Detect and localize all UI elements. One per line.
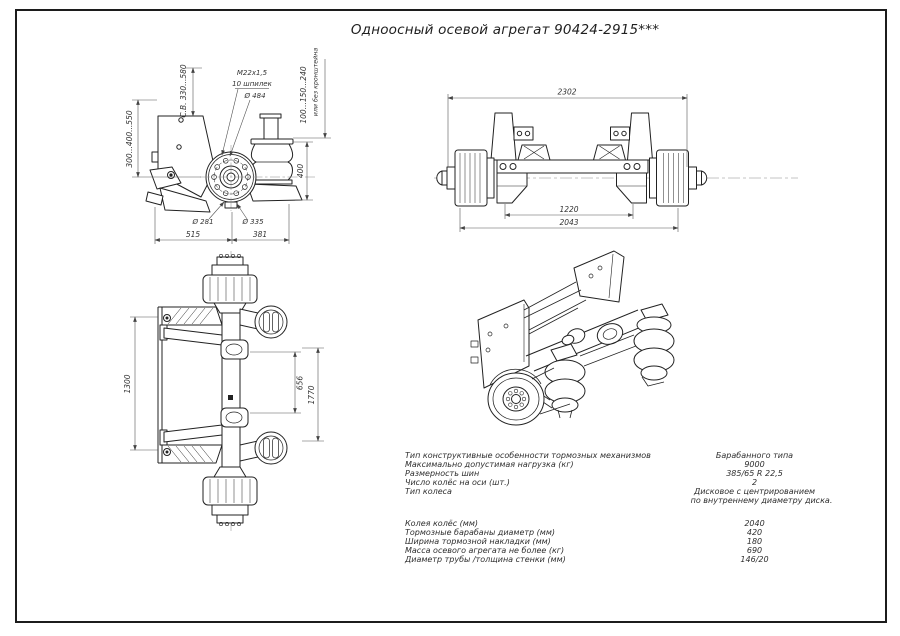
front-view-labels: 2302 1220 2043 bbox=[557, 88, 578, 228]
spec-value: 146/20 bbox=[740, 555, 769, 564]
side-view-centerlines bbox=[200, 145, 317, 211]
spec-row: Масса осевого агрегата не более (кг) 690 bbox=[405, 546, 857, 555]
side-view-drawing: 300...400...550 С.В. 330...580 M22x1,5 1… bbox=[125, 48, 331, 244]
spec-value-line2: по внутреннему диаметру диска. bbox=[690, 496, 833, 505]
studs-count-label: 10 шпилек bbox=[232, 80, 272, 88]
dim-1770-label: 1770 bbox=[307, 385, 316, 404]
specifications-table: Тип конструктивные особенности тормозных… bbox=[405, 451, 857, 564]
spec-row: Размерность шин 385/65 R 22,5 bbox=[405, 469, 857, 478]
spec-row: Число колёс на оси (шт.) 2 bbox=[405, 478, 857, 487]
spec-value: 420 bbox=[746, 528, 763, 537]
side-view-dimensions bbox=[132, 59, 331, 244]
dim-2302-label: 2302 bbox=[557, 88, 576, 97]
spec-label: Масса осевого агрегата не более (кг) bbox=[405, 546, 565, 555]
spec-block-dimensions: Колея колёс (мм) 2040 Тормозные барабаны… bbox=[405, 519, 857, 564]
front-view-geometry bbox=[436, 112, 708, 207]
top-view-drawing: 1300 656 1770 bbox=[123, 251, 324, 531]
spec-value: Барабанного типа bbox=[715, 451, 794, 460]
dia-335-label: Ø 335 bbox=[241, 218, 264, 226]
spec-row: Тип колеса Дисковое с центрированием по … bbox=[405, 487, 857, 505]
top-view-labels: 1300 656 1770 bbox=[123, 374, 316, 404]
spec-value: 385/65 R 22,5 bbox=[726, 469, 783, 478]
spec-value: 180 bbox=[746, 537, 763, 546]
spec-label: Ширина тормозной накладки (мм) bbox=[405, 537, 551, 546]
spec-row: Тип конструктивные особенности тормозных… bbox=[405, 451, 857, 460]
spec-row: Тормозные барабаны диаметр (мм) 420 bbox=[405, 528, 857, 537]
dim-1300-label: 1300 bbox=[123, 374, 132, 393]
front-view-drawing: 2302 1220 2043 bbox=[434, 88, 798, 232]
spec-label: Тип конструктивные особенности тормозных… bbox=[405, 451, 651, 460]
dim-400-label: 400 bbox=[296, 164, 305, 179]
spec-label: Размерность шин bbox=[405, 469, 480, 478]
spec-label: Тормозные барабаны диаметр (мм) bbox=[405, 528, 555, 537]
no-bracket-note: или без кронштейна bbox=[312, 48, 320, 117]
sheet-border-frame bbox=[15, 9, 887, 623]
isometric-view-drawing bbox=[470, 250, 675, 426]
dim-bracket-heights-label: 100...150...240 bbox=[299, 66, 308, 123]
spec-label: Колея колёс (мм) bbox=[405, 519, 478, 528]
dim-515-label: 515 bbox=[186, 230, 201, 239]
dim-381-label: 381 bbox=[253, 230, 267, 239]
spec-label: Число колёс на оси (шт.) bbox=[405, 478, 510, 487]
dim-1220-label: 1220 bbox=[559, 205, 578, 214]
spec-row: Колея колёс (мм) 2040 bbox=[405, 519, 857, 528]
dim-ride-heights-label: 300...400...550 bbox=[125, 110, 134, 167]
dim-cb-range-label: С.В. 330...580 bbox=[179, 64, 188, 118]
dia-281-label: Ø 281 bbox=[191, 218, 213, 226]
top-view-geometry bbox=[157, 254, 288, 526]
spec-value-line1: Дисковое с центрированием bbox=[693, 487, 816, 496]
isometric-geometry bbox=[470, 250, 675, 426]
spec-block-general: Тип конструктивные особенности тормозных… bbox=[405, 451, 857, 505]
spec-value: 2040 bbox=[744, 519, 765, 528]
spec-label: Диаметр трубы /толщина стенки (мм) bbox=[405, 555, 566, 564]
thread-spec-label: M22x1,5 bbox=[237, 69, 268, 77]
spec-row: Диаметр трубы /толщина стенки (мм) 146/2… bbox=[405, 555, 857, 564]
spec-value: 9000 bbox=[744, 460, 765, 469]
spec-label: Максимально допустимая нагрузка (кг) bbox=[405, 460, 574, 469]
drawing-title: Одноосный осевой агрегат 90424-2915*** bbox=[350, 22, 660, 38]
spec-row: Максимально допустимая нагрузка (кг) 900… bbox=[405, 460, 857, 469]
spec-row: Ширина тормозной накладки (мм) 180 bbox=[405, 537, 857, 546]
dim-656-label: 656 bbox=[296, 376, 305, 391]
dia-484-label: Ø 484 bbox=[243, 92, 265, 100]
spec-value: Дисковое с центрированием по внутреннему… bbox=[652, 487, 857, 505]
top-view-dimensions bbox=[130, 316, 324, 451]
side-view-labels: 300...400...550 С.В. 330...580 M22x1,5 1… bbox=[125, 48, 320, 239]
front-view-dimensions bbox=[447, 94, 688, 232]
spec-label: Тип колеса bbox=[405, 487, 452, 496]
spec-value: 690 bbox=[746, 546, 763, 555]
spec-value: 2 bbox=[751, 478, 758, 487]
dim-2043-label: 2043 bbox=[559, 218, 578, 227]
side-view-geometry bbox=[145, 113, 303, 213]
